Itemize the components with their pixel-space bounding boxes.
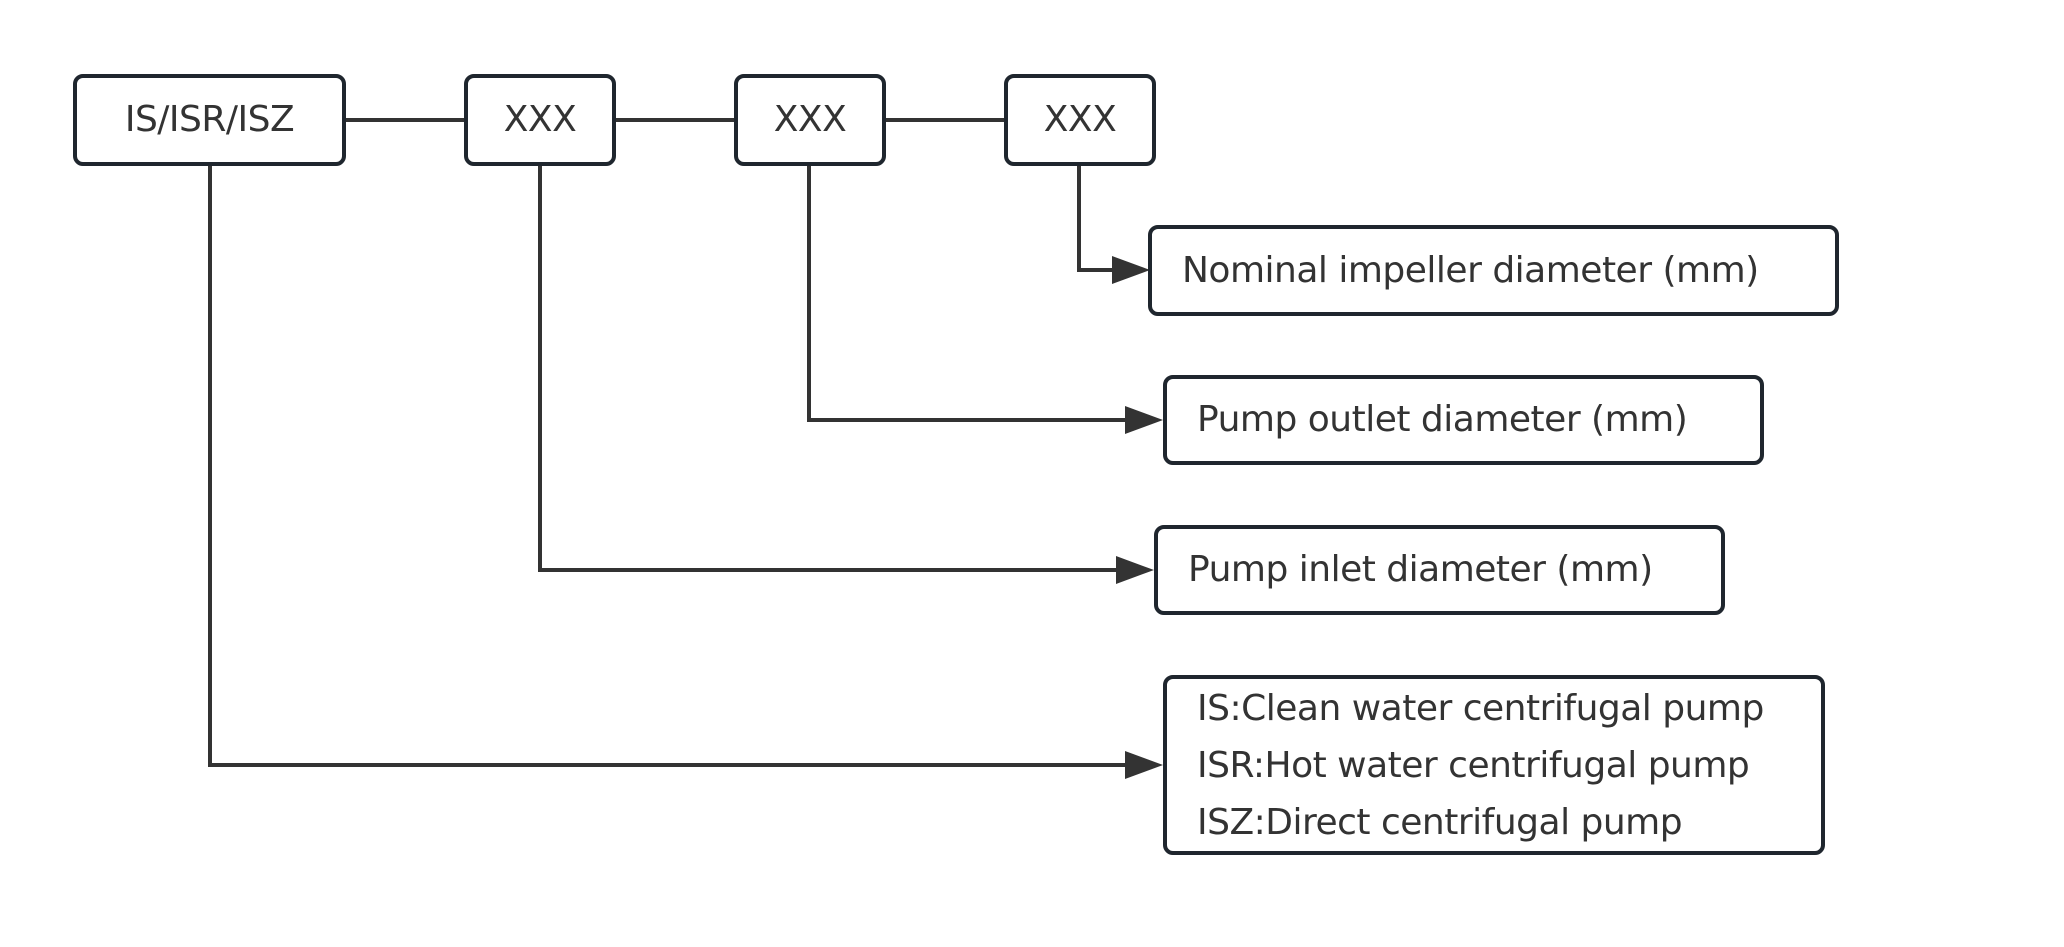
type-line-is: IS:Clean water centrifugal pump: [1197, 687, 1764, 729]
description-impeller: Nominal impeller diameter (mm): [1148, 225, 1839, 316]
code-label-inlet: XXX: [503, 99, 577, 140]
arrowhead-icon: [1125, 751, 1163, 779]
description-inlet: Pump inlet diameter (mm): [1154, 525, 1725, 615]
code-box-impeller: XXX: [1004, 74, 1156, 166]
arrowhead-icon: [1125, 406, 1163, 434]
connector-types: [208, 166, 1127, 767]
description-types: IS:Clean water centrifugal pump ISR:Hot …: [1163, 675, 1825, 855]
code-box-outlet: XXX: [734, 74, 886, 166]
connector-impeller: [1077, 166, 1114, 272]
type-line-isz: ISZ:Direct centrifugal pump: [1197, 801, 1683, 843]
code-label-outlet: XXX: [773, 99, 847, 140]
description-impeller-label: Nominal impeller diameter (mm): [1182, 249, 1759, 291]
connector-outlet: [807, 166, 1127, 422]
description-inlet-label: Pump inlet diameter (mm): [1188, 549, 1653, 590]
type-line-isr: ISR:Hot water centrifugal pump: [1197, 744, 1750, 786]
description-outlet-label: Pump outlet diameter (mm): [1197, 399, 1688, 440]
description-outlet: Pump outlet diameter (mm): [1163, 375, 1764, 465]
arrowhead-icon: [1116, 556, 1154, 584]
code-box-series: IS/ISR/ISZ: [73, 74, 346, 166]
code-label-impeller: XXX: [1043, 99, 1117, 140]
code-label-series: IS/ISR/ISZ: [124, 99, 295, 140]
arrowhead-icon: [1112, 256, 1150, 284]
code-box-inlet: XXX: [464, 74, 616, 166]
connector-inlet: [538, 166, 1118, 572]
